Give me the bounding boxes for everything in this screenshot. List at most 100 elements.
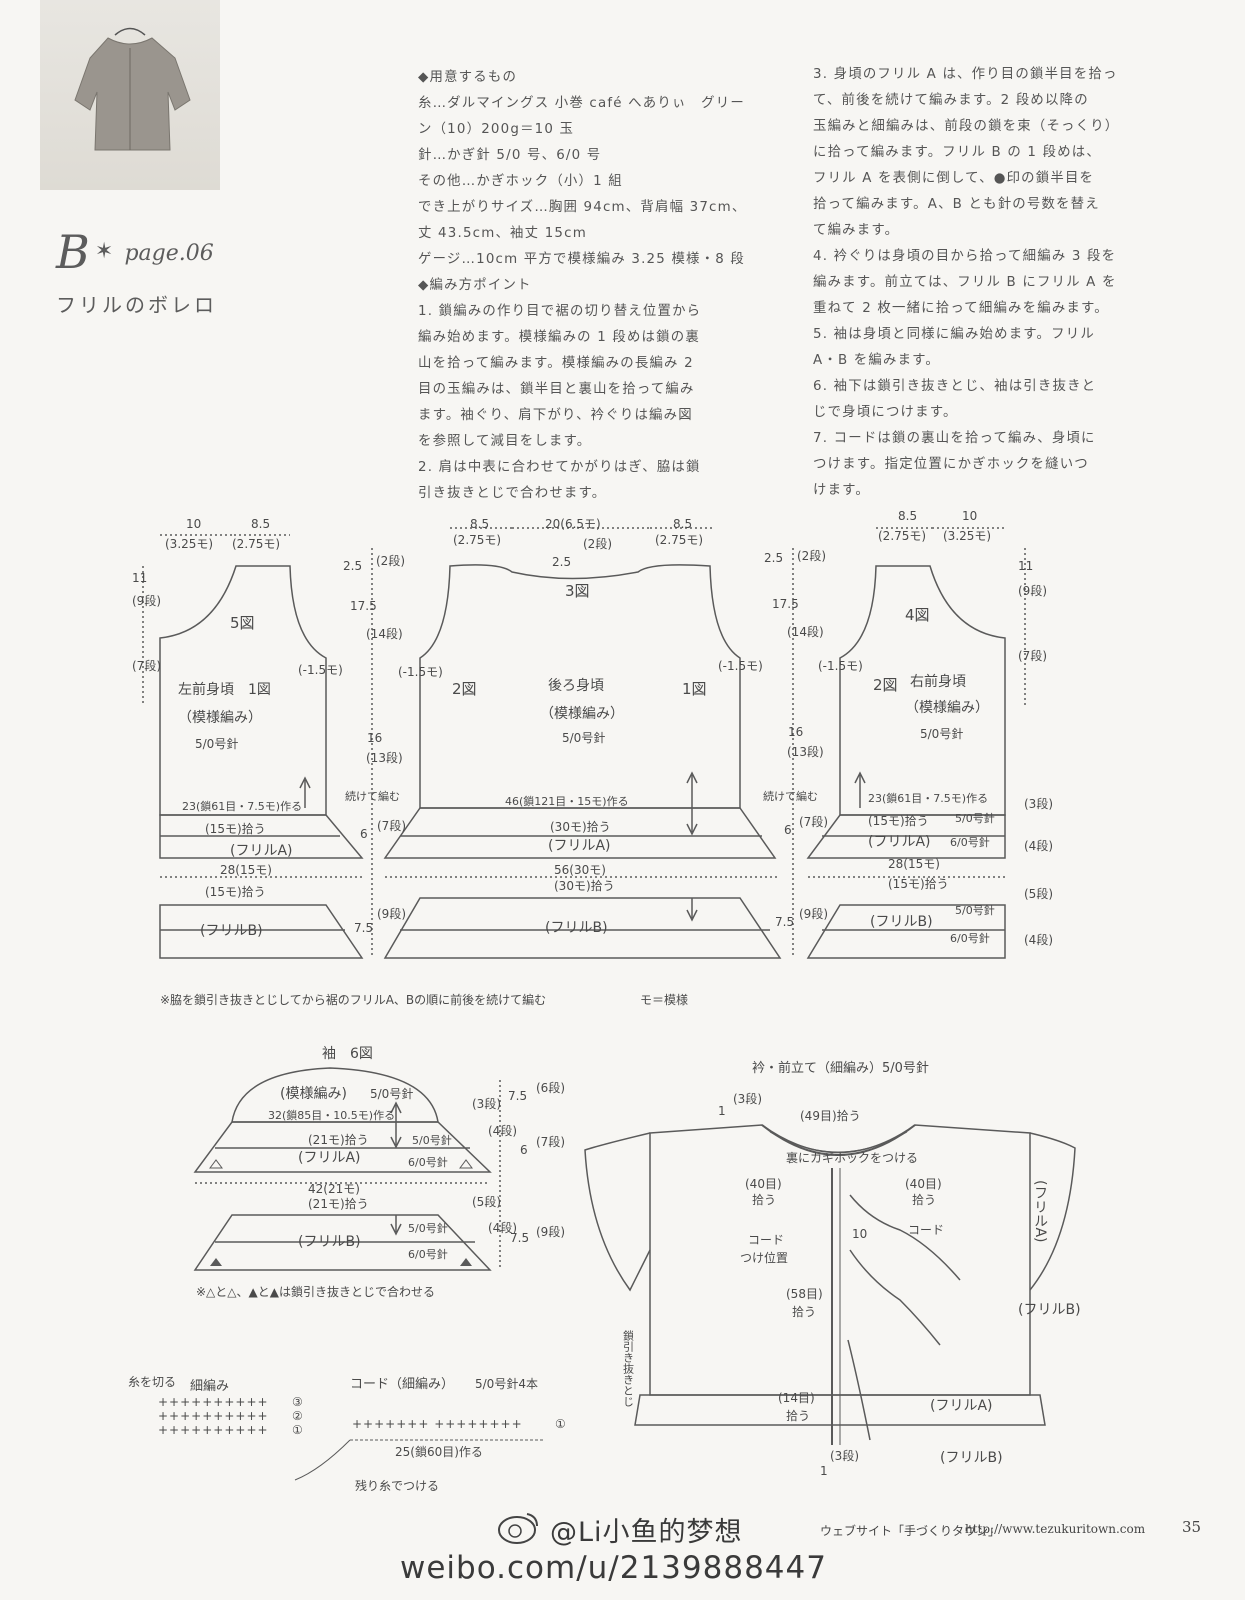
dim-label: 11 <box>1018 559 1033 573</box>
sleeve-left-frill <box>584 1132 651 1292</box>
back-frill-a <box>383 807 777 859</box>
pick-label: (21モ)拾う <box>308 1196 369 1211</box>
dim-label: (2.75モ) <box>453 533 501 547</box>
dim-label: (14段) <box>787 624 824 639</box>
needle-label: 5/0号針 <box>195 736 238 751</box>
left-front-frill-a <box>159 814 364 859</box>
frill-a-label: (フリルA) <box>930 1398 993 1414</box>
points-line: 2. 肩は中表に合わせてかがりはぎ、脇は鎖 <box>418 460 701 475</box>
pattern-title: B ✶ page.06 フリルのボレロ <box>56 225 217 318</box>
dim-label: 1 <box>820 1464 828 1478</box>
dim-label: 28(15モ) <box>220 863 272 877</box>
dim-label: (2.75モ) <box>232 537 280 551</box>
dim-label: (5段) <box>1024 886 1053 901</box>
frill-a-label: (フリルA) <box>868 834 931 850</box>
materials-line: 丈 43.5cm、袖丈 15cm <box>418 226 587 241</box>
remain-label: 残り糸でつける <box>355 1479 439 1493</box>
row-marker: ② <box>292 1409 303 1423</box>
points-line: 3. 身頃のフリル A は、作り目の鎖半目を拾っ <box>813 67 1118 82</box>
figure-label: 1図 <box>682 680 707 698</box>
points-line: 山を拾って編みます。模様編みの長編み 2 <box>418 356 694 371</box>
points-line: ます。袖ぐり、肩下がり、衿ぐりは編み図 <box>418 408 693 423</box>
pick-label: 拾う <box>786 1408 810 1423</box>
needle-label: 6/0号針 <box>408 1247 448 1261</box>
dim-label: (7段) <box>536 1134 565 1149</box>
dim-label: 1 <box>718 1104 726 1118</box>
hook-label: 裏にカギホックをつける <box>786 1150 918 1165</box>
dim-label: (4段) <box>488 1220 517 1235</box>
piece-pattern: （模様編み） <box>540 706 624 722</box>
dim-label: 16 <box>788 725 803 739</box>
points-line: 5. 袖は身頃と同様に編み始めます。フリル <box>813 327 1095 342</box>
sc-row: ++++++++++ <box>158 1423 269 1437</box>
piece-pattern: （模様編み） <box>178 710 262 726</box>
continue-label: 続けて編む <box>345 789 400 803</box>
pick-label: (58目) <box>786 1287 823 1301</box>
row-marker: ③ <box>292 1395 303 1409</box>
dim-label: 2.5 <box>764 551 783 565</box>
dim-label: (7段) <box>799 814 828 829</box>
dim-label: (-1.5モ) <box>818 659 863 673</box>
right-front-frill-b <box>806 904 1006 959</box>
piece-title: 後ろ身頃 <box>548 678 604 694</box>
materials-heading: ◆用意するもの <box>418 70 518 85</box>
cord-row: +++++++ ++++++++ <box>352 1417 523 1431</box>
points-line: A・B を編みます。 <box>813 353 940 368</box>
dim-label: 28(15モ) <box>888 857 940 871</box>
dim-label: (9段) <box>536 1224 565 1239</box>
dim-label: 56(30モ) <box>554 863 606 877</box>
pick-label: (14目) <box>778 1391 815 1405</box>
figure-label: 2図 <box>873 676 898 694</box>
weibo-logo-icon <box>498 1513 538 1544</box>
dim-label: 7.5 <box>508 1089 527 1103</box>
points-line: 4. 衿ぐりは身頃の目から拾って細編み 3 段を <box>813 249 1117 264</box>
pick-label: (30モ)拾う <box>550 819 611 834</box>
points-heading: ◆編み方ポイント <box>418 278 532 293</box>
points-line: て、前後を続けて編みます。2 段め以降の <box>813 93 1089 108</box>
sc-row: ++++++++++ <box>158 1395 269 1409</box>
frill-b-label: (フリルB) <box>870 914 933 930</box>
dim-label: (4段) <box>1024 838 1053 853</box>
watermark-name: @Li小鱼的梦想 <box>550 1517 743 1548</box>
points-line: 拾って編みます。A、B とも針の号数を替え <box>813 197 1100 212</box>
points-line: を参照して減目をします。 <box>418 434 592 449</box>
row-marker: ① <box>292 1423 303 1437</box>
dim-label: 2.5 <box>343 559 362 573</box>
points-line: つけます。指定位置にかぎホックを縫いつ <box>813 457 1089 472</box>
needle-label: 6/0号針 <box>950 931 990 945</box>
pick-label: (21モ)拾う <box>308 1132 369 1147</box>
dim-label: (14段) <box>366 626 403 641</box>
pick-label: 拾う <box>912 1192 936 1207</box>
dim-label: 10 <box>852 1227 867 1241</box>
figure-label: 5図 <box>230 614 255 632</box>
dim-label: (2.75モ) <box>655 533 703 547</box>
dim-label: (2段) <box>797 548 826 563</box>
dim-label: 11 <box>132 571 147 585</box>
dim-label: 6 <box>360 827 368 841</box>
dim-label: (13段) <box>787 744 824 759</box>
footer-url[interactable]: http://www.tezukuritown.com <box>965 1522 1146 1536</box>
piece-pattern: （模様編み） <box>905 700 989 716</box>
sleeve-frill-b <box>193 1214 492 1271</box>
dim-label: 7.5 <box>354 921 373 935</box>
sleeve-title: 袖 6図 <box>322 1046 373 1062</box>
product-photo <box>40 0 220 190</box>
sleeve-right-frill <box>1029 1132 1076 1291</box>
star-icon: ✶ <box>94 239 114 264</box>
collar-title: 衿・前立て（細編み）5/0号針 <box>752 1060 929 1076</box>
cord-position-label: コード <box>748 1233 784 1247</box>
needle-label: 6/0号針 <box>950 835 990 849</box>
dim-label: (3段) <box>830 1448 859 1463</box>
dim-label: (2.75モ) <box>878 529 926 543</box>
needle-label: 6/0号針 <box>408 1155 448 1169</box>
dim-label: (9段) <box>799 906 828 921</box>
dim-label: 7.5 <box>510 1231 529 1245</box>
dim-label: (3段) <box>1024 796 1053 811</box>
needle-label: 5/0号針 <box>370 1086 413 1101</box>
dim-label: 7.5 <box>775 915 794 929</box>
dim-label: (7段) <box>377 818 406 833</box>
dim-label: (-1.5モ) <box>398 665 443 679</box>
sc-row: ++++++++++ <box>158 1409 269 1423</box>
points-column-2: 3. 身頃のフリル A は、作り目の鎖半目を拾っ て、前後を続けて編みます。2 … <box>813 62 1163 504</box>
sc-title: 細編み <box>190 1378 229 1394</box>
